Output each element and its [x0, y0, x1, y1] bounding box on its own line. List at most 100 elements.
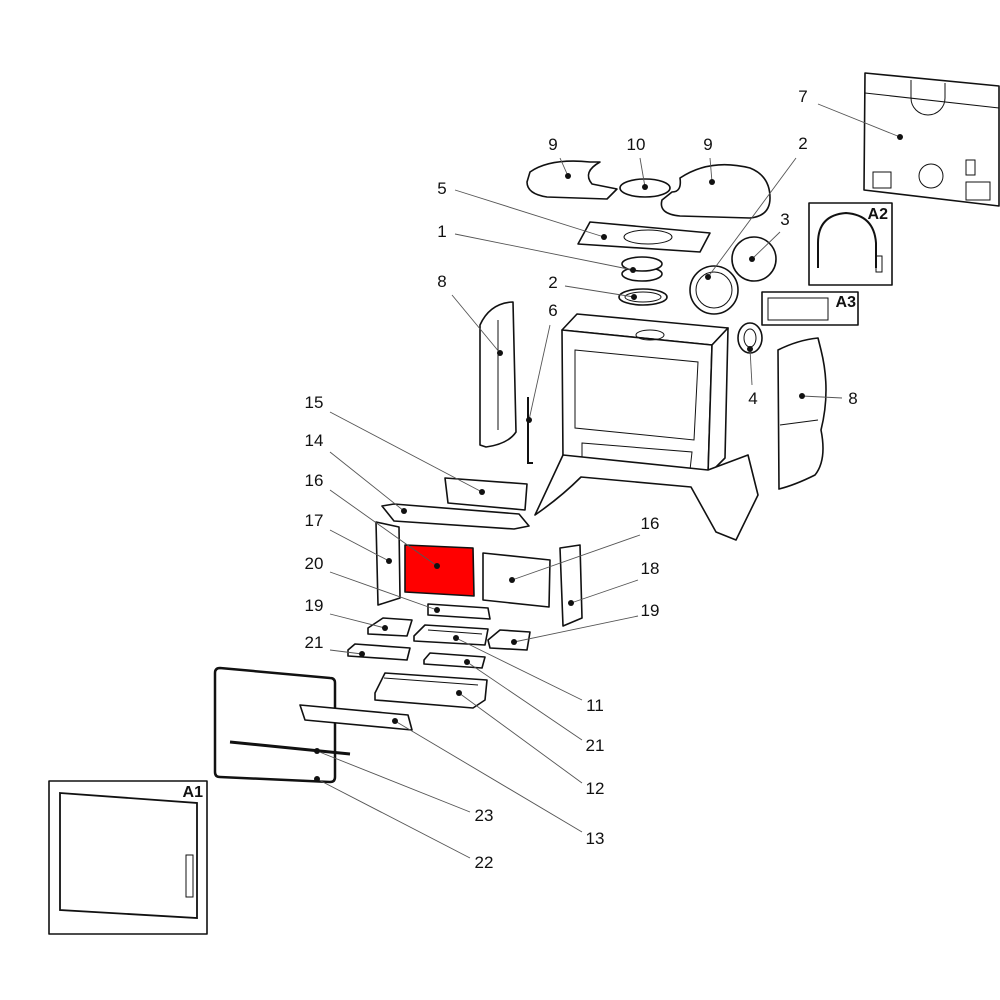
part-number-label-14: 14 — [305, 431, 324, 450]
leader-line — [329, 411, 483, 493]
part-number-label-8: 8 — [437, 272, 446, 291]
callout-dot — [434, 563, 440, 569]
leader-line — [709, 157, 713, 183]
part-23-glass-seal[interactable] — [229, 740, 351, 756]
part-4-adapter[interactable] — [737, 322, 763, 354]
callout-dot — [509, 577, 515, 583]
callout-dot — [314, 748, 320, 754]
leader-line — [316, 750, 471, 813]
part-20-brick-bar[interactable] — [427, 603, 491, 620]
leader-line — [454, 233, 634, 271]
leader-line — [455, 637, 583, 701]
part-5-top-plate[interactable] — [577, 221, 711, 253]
leader-line — [316, 778, 471, 859]
part-21-right-bar[interactable] — [423, 652, 486, 669]
part-22-door-frame[interactable] — [213, 666, 337, 784]
callout-dot — [392, 718, 398, 724]
inset-a3-box: A3 — [761, 291, 859, 326]
part-number-label-9: 9 — [703, 135, 712, 154]
callout-dot — [526, 417, 532, 423]
part-9-top-left[interactable] — [526, 160, 618, 200]
part-21-left-bar[interactable] — [347, 643, 411, 661]
part-number-label-16: 16 — [641, 514, 660, 533]
callout-dot — [456, 690, 462, 696]
part-number-label-17: 17 — [305, 511, 324, 530]
part-number-label-18: 18 — [641, 559, 660, 578]
part-12-ash-pan[interactable] — [374, 672, 488, 709]
part-19-right-block[interactable] — [487, 629, 531, 651]
part-number-label-5: 5 — [437, 179, 446, 198]
part-8-left-side-panel[interactable] — [479, 301, 517, 448]
part-number-label-23: 23 — [475, 806, 494, 825]
part-16-back-brick-highlighted[interactable] — [404, 544, 475, 597]
part-13-handle-bracket[interactable] — [299, 704, 413, 731]
callout-dot — [601, 234, 607, 240]
callout-dot — [642, 184, 648, 190]
part-number-label-12: 12 — [586, 779, 605, 798]
leader-line — [329, 649, 363, 655]
part-number-label-22: 22 — [475, 853, 494, 872]
part-number-label-6: 6 — [548, 301, 557, 320]
leader-line — [564, 285, 635, 298]
part-number-label-4: 4 — [748, 389, 757, 408]
part-number-label-19: 19 — [305, 596, 324, 615]
leader-line — [329, 451, 405, 512]
leader-line — [817, 103, 901, 138]
part-15-baffle[interactable] — [444, 477, 528, 511]
leader-line — [458, 692, 583, 784]
part-number-label-8: 8 — [848, 389, 857, 408]
leader-line — [707, 157, 797, 278]
inset-a3-label: A3 — [836, 294, 857, 311]
part-number-label-10: 10 — [627, 135, 646, 154]
callout-dot — [897, 134, 903, 140]
callout-dot — [382, 625, 388, 631]
part-9-top-right[interactable] — [660, 163, 771, 219]
part-2-gasket[interactable] — [618, 288, 668, 306]
leader-line — [329, 613, 386, 629]
part-number-label-11: 11 — [586, 696, 604, 715]
leader-line — [329, 489, 438, 567]
part-11-grate[interactable] — [413, 624, 489, 646]
part-number-label-16: 16 — [305, 471, 324, 490]
callout-dot — [709, 179, 715, 185]
callout-dot — [511, 639, 517, 645]
leader-line — [639, 157, 646, 188]
part-number-label-15: 15 — [305, 393, 324, 412]
leader-line — [570, 579, 639, 604]
part-14-support[interactable] — [381, 503, 530, 530]
part-19-left-block[interactable] — [367, 617, 413, 637]
callout-dot — [799, 393, 805, 399]
part-number-label-1: 1 — [437, 222, 446, 241]
callout-dot — [631, 294, 637, 300]
leader-line — [513, 615, 639, 643]
part-number-label-2: 2 — [548, 273, 557, 292]
part-number-label-19: 19 — [641, 601, 660, 620]
part-number-label-13: 13 — [586, 829, 605, 848]
callout-dot — [747, 346, 753, 352]
part-2-ring[interactable] — [689, 265, 739, 315]
callout-dot — [386, 558, 392, 564]
part-16-back-brick[interactable] — [482, 552, 551, 608]
leader-line — [511, 534, 641, 581]
leader-line — [329, 571, 438, 611]
stove-body[interactable] — [534, 313, 759, 541]
callout-dot — [401, 508, 407, 514]
inset-a2-box: A2 — [808, 202, 893, 286]
part-number-label-20: 20 — [305, 554, 324, 573]
part-number-label-3: 3 — [780, 210, 789, 229]
inset-a1-box: A1 — [48, 780, 208, 935]
callout-dot — [464, 659, 470, 665]
leader-line — [466, 661, 583, 741]
leader-line — [329, 529, 390, 562]
leader-line — [559, 157, 569, 177]
part-number-label-21: 21 — [305, 633, 324, 652]
part-18-right-brick[interactable] — [559, 544, 583, 627]
part-8-right-side-panel[interactable] — [777, 337, 827, 490]
callout-dot — [497, 350, 503, 356]
inset-a2-label: A2 — [868, 206, 889, 223]
part-7-back-panel[interactable] — [863, 72, 1000, 207]
leader-line — [451, 294, 501, 354]
callout-dot — [568, 600, 574, 606]
callout-dot — [359, 651, 365, 657]
callout-dot — [314, 776, 320, 782]
